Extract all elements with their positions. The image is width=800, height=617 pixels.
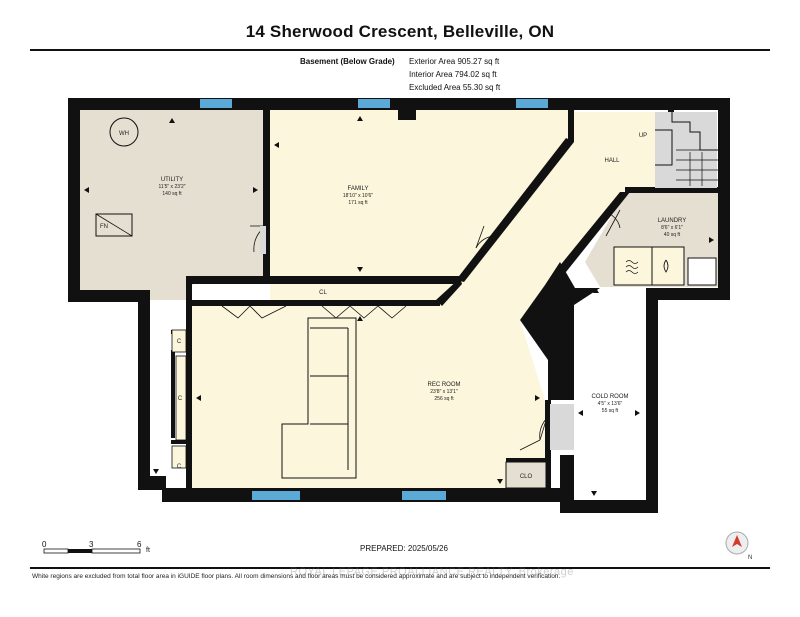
closet-mid-label: C bbox=[178, 396, 183, 402]
laundry-name: LAUNDRY bbox=[658, 218, 687, 224]
utility-name: UTILITY bbox=[161, 177, 183, 183]
scale-6: 6 bbox=[137, 540, 142, 549]
cold-room-floor bbox=[574, 305, 646, 500]
plan-title: 14 Sherwood Crescent, Belleville, ON bbox=[245, 22, 555, 41]
water-heater-icon bbox=[109, 117, 139, 147]
footer-rule bbox=[30, 567, 770, 569]
washer-icon bbox=[613, 246, 653, 286]
rec-room-area: 256 sq ft bbox=[434, 396, 454, 402]
closet-mid-column bbox=[175, 355, 187, 441]
up-label: UP bbox=[639, 133, 647, 139]
interior-area: Interior Area 794.02 sq ft bbox=[409, 70, 497, 79]
utility-dims: 11'5" x 23'2" bbox=[158, 184, 185, 190]
exterior-area: Exterior Area 905.27 sq ft bbox=[409, 57, 500, 66]
dryer-icon bbox=[651, 246, 685, 286]
svg-text:N: N bbox=[748, 555, 752, 560]
prepared-date: PREPARED: 2025/05/26 bbox=[360, 544, 448, 553]
family-name: FAMILY bbox=[348, 186, 369, 192]
north-compass-icon: N bbox=[725, 531, 752, 560]
closet-c-top-label: C bbox=[177, 339, 182, 345]
scale-bar bbox=[43, 548, 141, 554]
footer-disclaimer: White regions are excluded from total fl… bbox=[32, 573, 561, 580]
scale-unit: ft bbox=[146, 547, 150, 554]
laundry-dims: 8'6" x 6'1" bbox=[661, 225, 683, 231]
title-rule bbox=[30, 49, 770, 51]
appliances bbox=[95, 117, 717, 286]
closet-c-bottom bbox=[171, 445, 187, 469]
furnace-icon bbox=[95, 213, 133, 237]
rec-room-dims: 23'8" x 13'1" bbox=[430, 389, 458, 395]
excluded-area: Excluded Area 55.30 sq ft bbox=[409, 83, 501, 92]
walls bbox=[68, 98, 730, 513]
scale-3: 3 bbox=[89, 540, 94, 549]
doors bbox=[221, 209, 621, 451]
hall-name: HALL bbox=[604, 158, 620, 164]
cl-label: CL bbox=[319, 290, 327, 296]
clo-label: CLO bbox=[520, 474, 533, 480]
stairs bbox=[655, 112, 718, 188]
utility-area: 140 sq ft bbox=[162, 191, 182, 197]
family-floor bbox=[270, 112, 568, 278]
brokerage-watermark: ROYAL LEPAGE PROALLIANCE REALTY, Brokera… bbox=[290, 566, 574, 578]
dimension-arrows bbox=[84, 116, 714, 496]
level-name: Basement (Below Grade) bbox=[300, 57, 395, 66]
windows bbox=[200, 99, 548, 500]
sectional-sofa bbox=[281, 317, 357, 479]
rec-room-name: REC ROOM bbox=[428, 382, 461, 388]
clo-closet bbox=[505, 461, 547, 489]
laundry-area: 40 sq ft bbox=[664, 232, 681, 238]
laundry-sink-icon bbox=[687, 257, 717, 286]
utility-floor bbox=[80, 110, 263, 300]
diagonal-wall-family bbox=[456, 138, 574, 282]
diagonal-wall-laundry bbox=[558, 192, 630, 272]
hall-floor bbox=[450, 112, 668, 282]
fn-label: FN bbox=[100, 224, 108, 230]
scale-0: 0 bbox=[42, 540, 47, 549]
wh-label: WH bbox=[119, 131, 129, 137]
closet-c-bottom-label: C bbox=[177, 464, 182, 470]
cold-room-area: 55 sq ft bbox=[602, 408, 619, 414]
cold-room-wedge bbox=[520, 262, 600, 400]
family-dims: 18'10" x 10'6" bbox=[343, 193, 373, 199]
cl-diagonal-wall bbox=[436, 278, 462, 306]
family-area: 171 sq ft bbox=[348, 200, 368, 206]
closet-c-top bbox=[171, 329, 187, 353]
cold-room-dims: 4'5" x 13'6" bbox=[598, 401, 623, 407]
cold-room-name: COLD ROOM bbox=[591, 394, 628, 400]
